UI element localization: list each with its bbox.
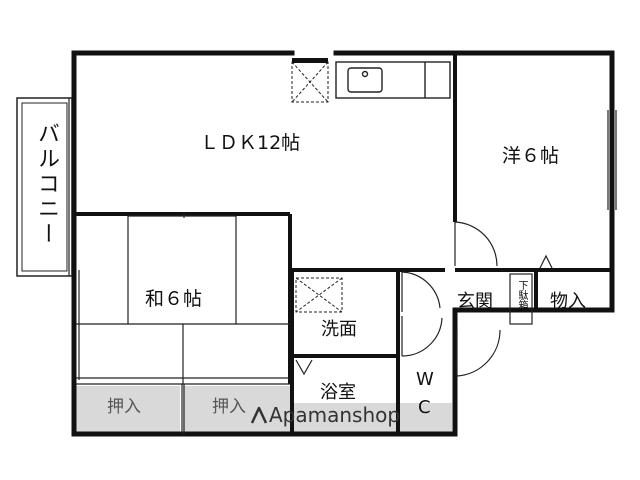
entrance-label: 玄関 xyxy=(457,291,493,312)
wc-label-c: C xyxy=(418,397,431,418)
closet-right-label: 押入 xyxy=(212,397,246,417)
apamanshop-house-logo-icon xyxy=(250,406,268,424)
shoe-box-label: 下駄箱 xyxy=(516,280,527,310)
outer-walls xyxy=(71,50,615,437)
wc-label-w: W xyxy=(416,369,434,390)
watermark-text: Apamanshop xyxy=(269,403,401,427)
washer-space xyxy=(295,277,343,313)
fridge-space xyxy=(291,61,329,103)
closet-fill-left xyxy=(74,386,180,434)
apamanshop-watermark: Apamanshop xyxy=(250,403,400,427)
balcony-label: バルコニー xyxy=(34,122,59,247)
bath-label: 浴室 xyxy=(320,382,356,403)
western-room-label: 洋６帖 xyxy=(502,145,560,167)
washroom-label: 洗面 xyxy=(321,319,357,340)
kitchen-counter xyxy=(335,61,451,99)
bath-fill-bottom xyxy=(292,403,398,434)
closet-fill-right xyxy=(183,386,291,434)
japanese-room-label: 和６帖 xyxy=(145,288,203,310)
closet-left-label: 押入 xyxy=(107,397,141,417)
balcony-outline xyxy=(16,97,73,277)
ldk-label: ＬＤＫ12帖 xyxy=(200,132,301,154)
doors xyxy=(295,221,553,377)
interior-walls xyxy=(74,53,612,434)
wc-fill-bottom xyxy=(400,403,452,434)
storage-label: 物入 xyxy=(550,291,586,312)
